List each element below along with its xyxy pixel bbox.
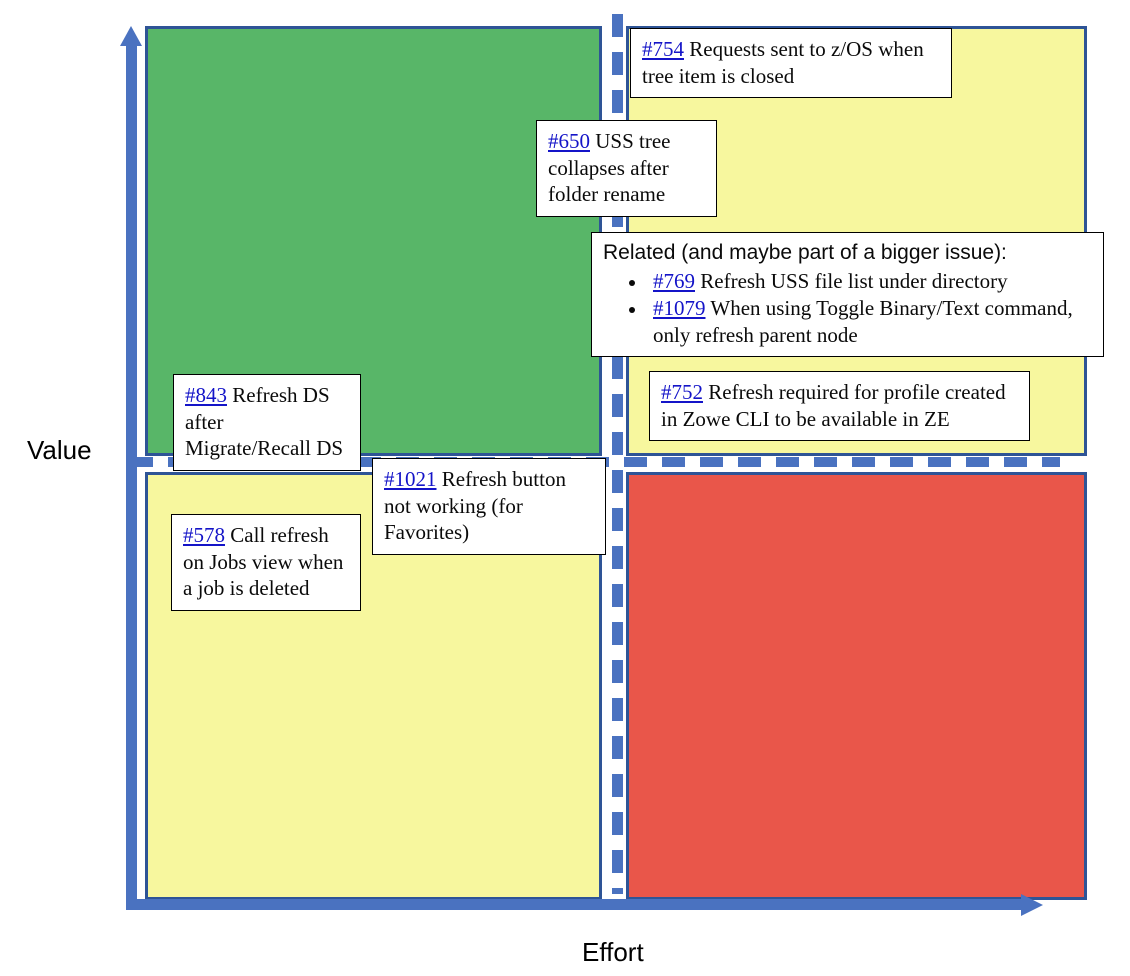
x-axis-line — [126, 899, 1026, 910]
issue-link-752[interactable]: #752 — [661, 380, 703, 404]
callout-text-578: Call refresh on Jobs view when a job is … — [183, 523, 344, 601]
list-item[interactable]: #1079 When using Toggle Binary/Text comm… — [647, 295, 1093, 348]
callout-text-650: USS tree collapses after folder rename — [548, 129, 671, 207]
callout-issue-843[interactable]: #843 Refresh DS after Migrate/Recall DS — [173, 374, 361, 471]
callout-text-752: Refresh required for profile created in … — [661, 380, 1006, 431]
callout-issue-1021[interactable]: #1021 Refresh button not working (for Fa… — [372, 458, 606, 555]
callout-issue-752[interactable]: #752 Refresh required for profile create… — [649, 371, 1030, 442]
issue-link-843[interactable]: #843 — [185, 383, 227, 407]
x-axis-arrow-icon — [1021, 894, 1043, 916]
quadrant-low-value-high-effort — [626, 472, 1087, 900]
callout-issue-650[interactable]: #650 USS tree collapses after folder ren… — [536, 120, 717, 217]
issue-link-1079[interactable]: #1079 — [653, 295, 706, 320]
callout-issue-754[interactable]: #754 Requests sent to z/OS when tree ite… — [630, 28, 952, 99]
callout-text-754: Requests sent to z/OS when tree item is … — [642, 37, 924, 88]
issue-link-1021[interactable]: #1021 — [384, 467, 437, 491]
list-item[interactable]: #769 Refresh USS file list under directo… — [647, 268, 1093, 295]
callout-text-769: Refresh USS file list under directory — [695, 269, 1008, 294]
callout-related-issues[interactable]: Related (and maybe part of a bigger issu… — [591, 232, 1104, 358]
issue-link-578[interactable]: #578 — [183, 523, 225, 547]
x-axis-label: Effort — [582, 937, 644, 967]
callout-related-list: #769 Refresh USS file list under directo… — [603, 268, 1093, 348]
callout-text-1021: Refresh button not working (for Favorite… — [384, 467, 566, 545]
callout-related-title: Related (and maybe part of a bigger issu… — [603, 241, 1007, 264]
callout-text-843: Refresh DS after Migrate/Recall DS — [185, 383, 344, 461]
issue-link-650[interactable]: #650 — [548, 129, 590, 153]
callout-issue-578[interactable]: #578 Call refresh on Jobs view when a jo… — [171, 514, 361, 611]
issue-link-769[interactable]: #769 — [653, 269, 695, 294]
callout-text-1079: When using Toggle Binary/Text command, o… — [653, 295, 1073, 347]
y-axis-label: Value — [27, 435, 92, 465]
issue-link-754[interactable]: #754 — [642, 37, 684, 61]
vertical-divider-dashed — [612, 14, 623, 894]
y-axis-arrow-icon — [120, 26, 142, 46]
y-axis-line — [126, 44, 137, 910]
